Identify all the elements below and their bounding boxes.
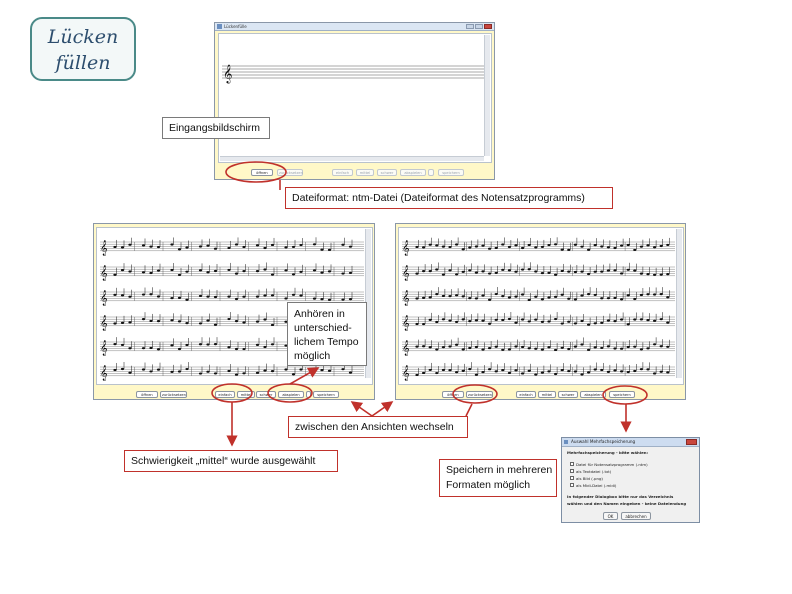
save-button[interactable]: speichern <box>438 169 464 176</box>
play-button[interactable]: abspielen <box>580 391 606 398</box>
arrow-views-to-button <box>465 403 473 417</box>
tempo-field[interactable] <box>428 169 434 176</box>
start-window-title: Lückenfülle <box>224 24 247 29</box>
staff-system: 𝄞 <box>100 237 364 256</box>
horizontal-scrollbar[interactable] <box>220 156 484 161</box>
maximize-button[interactable] <box>475 24 483 29</box>
reset-button[interactable]: zurücksetzen <box>160 391 187 398</box>
treble-clef-icon: 𝄞 <box>402 291 410 306</box>
treble-clef-icon: 𝄞 <box>402 241 410 256</box>
arrow-views-right <box>371 401 394 417</box>
dialog-titlebar: Auswahl Mehrfachspeicherung <box>562 438 699 447</box>
treble-clef-icon: 𝄞 <box>100 366 108 381</box>
staff-system: 𝄞 <box>402 287 675 306</box>
option-png-label: als Bild (.png) <box>576 476 603 481</box>
treble-clef-icon: 𝄞 <box>100 291 108 306</box>
option-ntm-label: Datei für Notensatzprogramm (.ntm) <box>576 462 648 467</box>
callout-save: Speichern in mehreren Formaten möglich <box>439 459 557 497</box>
text-view-window: 𝄞 𝄞 𝄞 𝄞 𝄞 𝄞 öffnen zurücksetzen einfach mitte… <box>395 223 686 400</box>
app-icon <box>217 24 222 29</box>
treble-clef-icon: 𝄞 <box>100 266 108 281</box>
hard-button[interactable]: schwer <box>558 391 578 398</box>
callout-tempo: Anhören in unterschied- lichem Tempo mög… <box>287 302 367 366</box>
minimize-button[interactable] <box>466 24 474 29</box>
logo-luecken-fuellen: Lücken füllen <box>30 17 136 81</box>
dialog-close-button[interactable] <box>686 439 697 445</box>
empty-staff: 𝄞 <box>222 64 486 84</box>
callout-difficulty: Schwierigkeit „mittel“ wurde ausgewählt <box>124 450 338 472</box>
save-button[interactable]: speichern <box>313 391 339 398</box>
easy-button[interactable]: einfach <box>332 169 353 176</box>
dialog-cancel-button[interactable]: abbrechen <box>621 512 651 520</box>
score-notation-dense: 𝄞 𝄞 𝄞 𝄞 𝄞 𝄞 <box>402 237 675 381</box>
callout-start-screen: Eingangsbildschirm <box>162 117 270 139</box>
reset-button[interactable]: zurücksetzen <box>277 169 303 176</box>
staff-system: 𝄞 <box>402 262 675 281</box>
easy-button[interactable]: einfach <box>516 391 536 398</box>
callout-save-line-2: Formaten möglich <box>446 479 531 491</box>
play-button[interactable]: abspielen <box>278 391 304 398</box>
treble-clef-icon: 𝄞 <box>100 316 108 331</box>
save-button[interactable]: speichern <box>609 391 635 398</box>
dialog-icon <box>564 440 568 444</box>
staff-system: 𝄞 <box>402 237 675 256</box>
treble-clef-icon: 𝄞 <box>100 241 108 256</box>
logo-line-2: füllen <box>55 52 111 74</box>
staff-system: 𝄞 <box>402 312 675 331</box>
open-button[interactable]: öffnen <box>251 169 273 176</box>
dialog-ok-button[interactable]: OK <box>603 512 618 520</box>
treble-clef-icon: 𝄞 <box>402 341 410 356</box>
start-window-titlebar: Lückenfülle <box>215 23 494 31</box>
option-txt-checkbox[interactable] <box>570 469 574 473</box>
easy-button[interactable]: einfach <box>215 391 235 398</box>
callout-tempo-line-2: unterschied- <box>294 322 352 334</box>
treble-clef-icon: 𝄞 <box>402 266 410 281</box>
option-midi-label: als Midi-Datei (.midi) <box>576 483 617 488</box>
dialog-note-line-1: In folgender Dialogbox bitte nur das Ver… <box>567 494 674 499</box>
dialog-title: Auswahl Mehrfachspeicherung <box>571 439 636 444</box>
option-midi-checkbox[interactable] <box>570 483 574 487</box>
hard-button[interactable]: schwer <box>256 391 276 398</box>
option-png-checkbox[interactable] <box>570 476 574 480</box>
treble-clef-icon: 𝄞 <box>402 316 410 331</box>
svg-text:𝄞: 𝄞 <box>223 64 232 84</box>
medium-button[interactable]: mittel <box>538 391 556 398</box>
callout-views: zwischen den Ansichten wechseln <box>288 416 468 438</box>
arrow-views-left <box>350 401 373 417</box>
play-button[interactable]: abspielen <box>400 169 426 176</box>
option-txt-label: als Textdatei (.txt) <box>576 469 612 474</box>
option-ntm-checkbox[interactable] <box>570 462 574 466</box>
score-canvas[interactable]: 𝄞 <box>218 33 492 163</box>
start-screen-window: Lückenfülle 𝄞 öffnen zurücksetzen einfac… <box>214 22 495 180</box>
logo-line-1: Lücken <box>47 26 119 48</box>
medium-button[interactable]: mittel <box>237 391 255 398</box>
callout-tempo-line-1: Anhören in <box>294 308 345 320</box>
staff-system: 𝄞 <box>100 362 364 381</box>
callout-tempo-line-3: lichem Tempo <box>294 336 359 348</box>
open-button[interactable]: öffnen <box>136 391 158 398</box>
staff-system: 𝄞 <box>100 287 364 306</box>
treble-clef-icon: 𝄞 <box>100 341 108 356</box>
hard-button[interactable]: schwer <box>377 169 397 176</box>
treble-clef-icon: 𝄞 <box>402 366 410 381</box>
score-canvas-text[interactable]: 𝄞 𝄞 𝄞 𝄞 𝄞 𝄞 <box>398 227 684 385</box>
staff-system: 𝄞 <box>402 337 675 356</box>
callout-file-format: Dateiformat: ntm-Datei (Dateiformat des … <box>285 187 613 209</box>
vertical-scrollbar[interactable] <box>484 35 490 156</box>
close-button[interactable] <box>484 24 492 29</box>
save-dialog: Auswahl Mehrfachspeicherung Mehrfachspei… <box>561 437 700 523</box>
reset-button[interactable]: zurücksetzen <box>466 391 493 398</box>
staff-system: 𝄞 <box>402 362 675 381</box>
medium-button[interactable]: mittel <box>356 169 374 176</box>
tempo-field[interactable] <box>306 391 311 398</box>
callout-tempo-line-4: möglich <box>294 350 331 362</box>
vertical-scrollbar[interactable] <box>676 229 682 378</box>
callout-save-line-1: Speichern in mehreren <box>446 464 553 476</box>
dialog-note-line-2: wählen und den Namen eingeben - keine Da… <box>567 501 687 506</box>
dialog-subtitle: Mehrfachspeicherung - bitte wählen: <box>567 450 649 455</box>
staff-system: 𝄞 <box>100 262 364 281</box>
open-button[interactable]: öffnen <box>442 391 464 398</box>
